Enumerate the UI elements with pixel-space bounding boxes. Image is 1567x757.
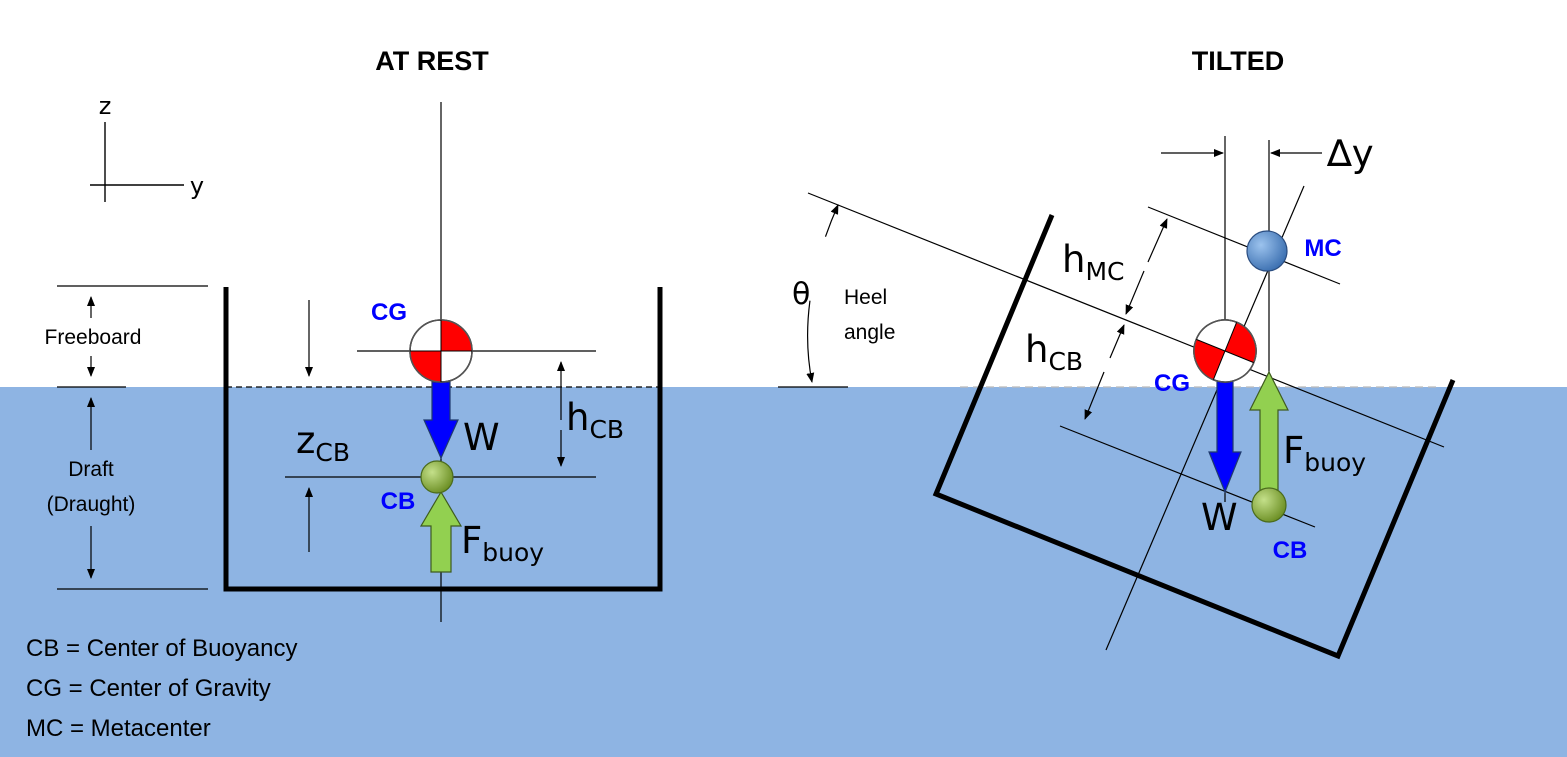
cb-label-tilted: CB [1273,537,1308,564]
cg-label-left: CG [371,299,407,326]
weight-label-left: W [463,416,500,459]
h-mc-label: hMC [1062,238,1124,286]
cb-marker-left [420,460,454,494]
freeboard-label: Freeboard [45,326,142,349]
cb-label-left: CB [381,488,416,515]
cg-label-tilted: CG [1154,370,1190,397]
h-mc-h-cb-dimensions-tilted [1084,218,1168,420]
f-buoy-label-left: Fbuoy [461,519,544,567]
cb-marker-tilted [1251,487,1287,523]
draft-label: Draft [68,458,114,481]
f-buoy-label-tilted: Fbuoy [1283,429,1366,477]
buoyancy-arrow-left [419,490,463,573]
h-cb-label-tilted: hCB [1025,328,1083,376]
axis-z-label: z [99,92,112,120]
weight-label-tilted: W [1201,496,1238,539]
hull-tilted [932,214,1456,660]
legend-cg: CG = Center of Gravity [26,675,271,702]
weight-arrow-left [423,381,459,460]
buoyancy-arrow-tilted [1249,370,1289,494]
heel-label-line2: angle [844,321,895,344]
legend-cb: CB = Center of Buoyancy [26,635,297,662]
hull-at-rest [223,287,663,592]
axis-y-label: y [190,172,204,200]
h-cb-label-left: hCB [566,396,624,444]
freeboard-draft-dimensions [57,285,208,590]
cg-marker-tilted [1193,319,1257,383]
delta-y-label: ∆y [1326,132,1374,175]
heel-label-line1: Heel [844,286,887,309]
theta-symbol: θ [792,277,810,312]
mc-marker [1246,230,1288,272]
mc-label: MC [1304,235,1341,262]
weight-arrow-tilted [1208,377,1242,494]
coordinate-axes: z y [90,92,204,202]
heel-angle-arc [806,204,839,383]
title-at-rest: AT REST [375,46,489,76]
cg-marker-left [409,319,473,383]
legend-mc: MC = Metacenter [26,715,211,742]
draught-label: (Draught) [47,493,136,516]
water-body [0,387,1567,757]
z-cb-label: zCB [296,419,350,467]
title-tilted: TILTED [1192,46,1284,76]
